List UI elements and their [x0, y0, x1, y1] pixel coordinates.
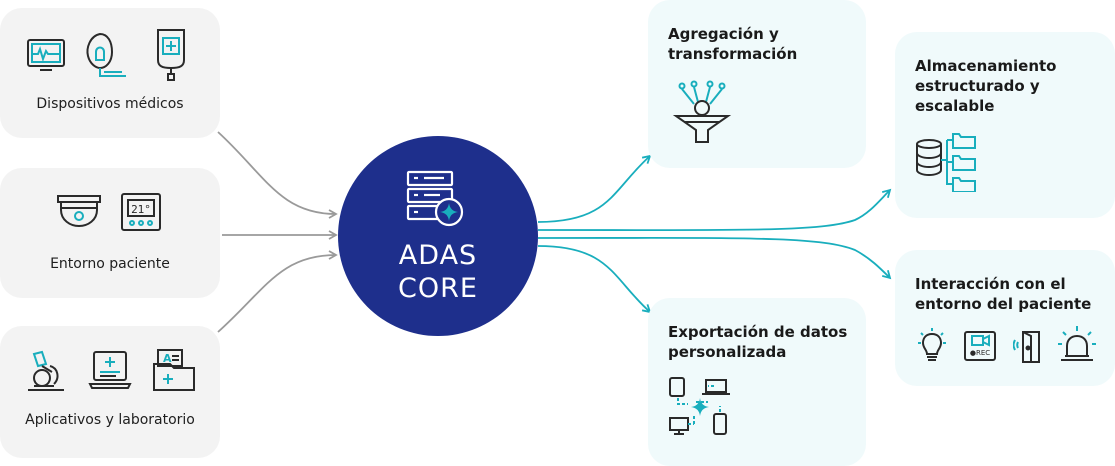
connector-core-to-interaction	[537, 237, 892, 280]
connector-core-to-storage	[537, 188, 892, 232]
database-folders-icon	[916, 133, 976, 192]
ceiling-camera-icon	[57, 195, 101, 228]
thermostat-icon: 21°	[121, 193, 161, 231]
recording-camera-icon: ●REC	[964, 331, 996, 361]
output-card-patient-interaction: Interacción con el entorno del paciente …	[895, 250, 1115, 386]
source-card-apps-laboratory: A Aplicativos y laboratorio	[0, 326, 220, 458]
data-funnel-icon	[672, 80, 732, 143]
microscope-icon	[28, 350, 64, 391]
source-card-patient-environment: 21° Entorno paciente	[0, 168, 220, 298]
medical-folder-icon: A	[153, 349, 195, 391]
output-card-data-export: Exportación de datos personalizada	[648, 298, 866, 466]
adas-core-node: ADAS CORE	[338, 136, 538, 336]
medical-laptop-icon	[88, 351, 132, 389]
output-card-storage: Almacenamiento estructurado y escalable	[895, 32, 1115, 218]
source-label: Dispositivos médicos	[36, 96, 184, 112]
connector-core-to-export	[537, 245, 652, 314]
device-export-icon	[669, 377, 730, 435]
oxygen-mask-icon	[86, 32, 126, 77]
connector-devices-to-core	[217, 131, 338, 219]
output-title: Agregación y transformación	[668, 25, 798, 63]
monitor-icon	[27, 39, 65, 71]
connector-apps-to-core	[217, 250, 338, 333]
source-card-medical-devices: Dispositivos médicos	[0, 8, 220, 138]
thermostat-reading: 21°	[131, 203, 151, 216]
alarm-light-icon	[1058, 326, 1096, 361]
connector-core-to-aggregation	[537, 154, 652, 223]
output-title: Almacenamiento estructurado y escalable	[915, 57, 1057, 115]
output-title: Interacción con el entorno del paciente	[915, 275, 1092, 313]
light-bulb-icon	[918, 328, 946, 361]
output-title: Exportación de datos personalizada	[668, 323, 848, 361]
output-card-aggregation: Agregación y transformación	[648, 0, 866, 168]
smart-door-icon	[1013, 331, 1040, 363]
server-icon	[406, 170, 464, 227]
source-label: Entorno paciente	[50, 256, 170, 272]
iv-bag-icon	[157, 29, 185, 81]
core-title-line2: CORE	[398, 273, 478, 304]
core-title-line1: ADAS	[399, 240, 477, 271]
svg-text:A: A	[163, 352, 172, 365]
rec-label: ●REC	[970, 349, 990, 357]
source-label: Aplicativos y laboratorio	[25, 412, 195, 428]
